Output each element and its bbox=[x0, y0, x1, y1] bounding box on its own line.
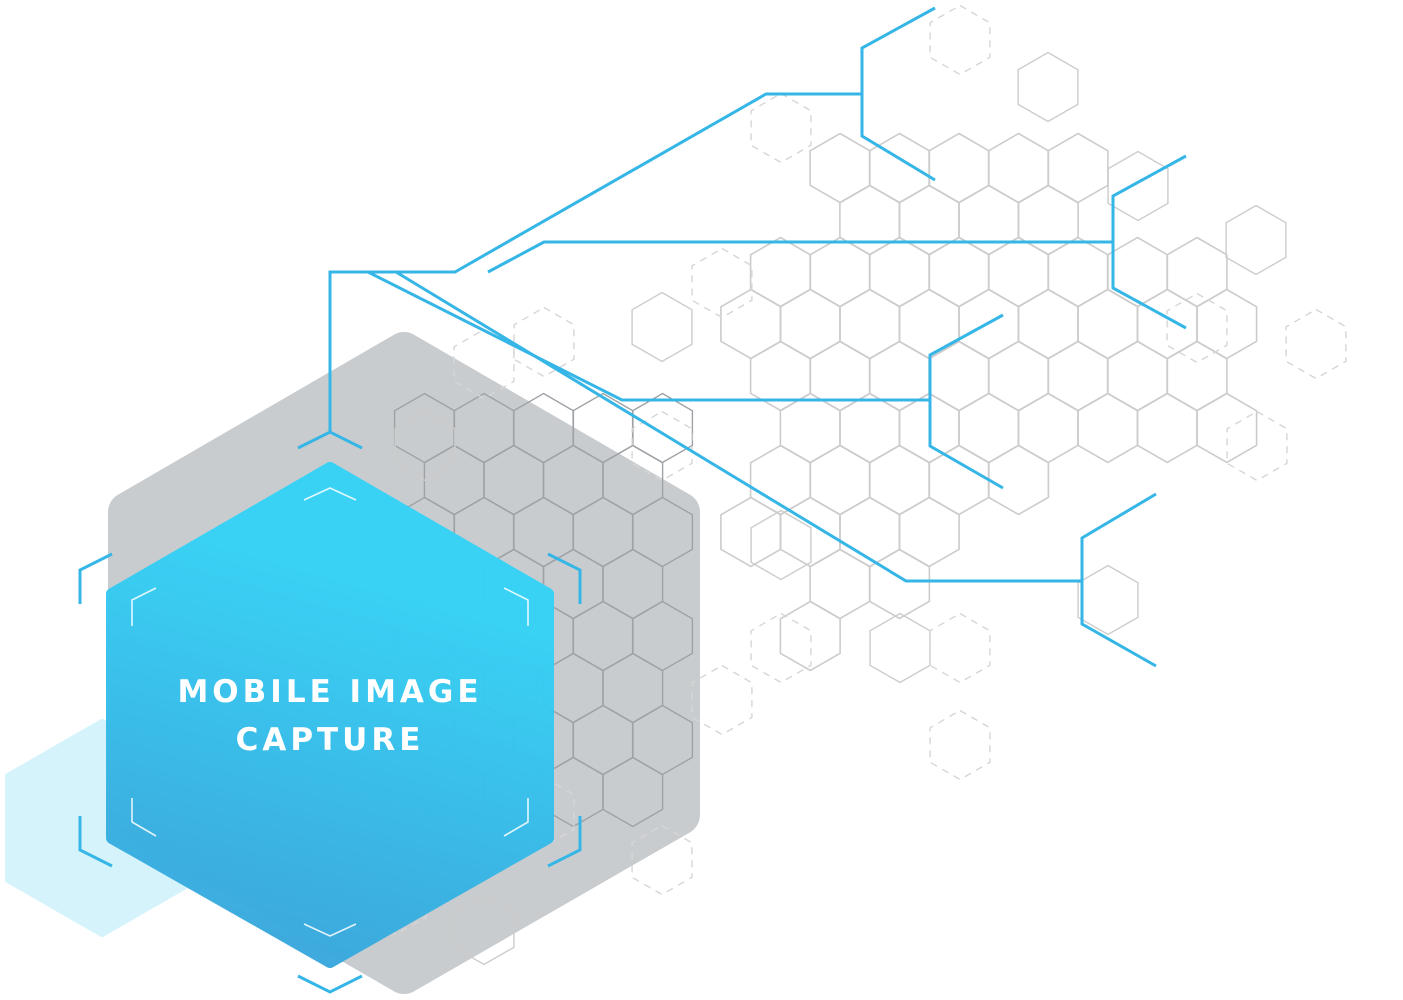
grid-hexagon bbox=[809, 444, 871, 516]
grid-hexagon bbox=[453, 894, 515, 966]
grid-hexagon bbox=[1166, 340, 1228, 412]
grid-hexagon bbox=[928, 132, 990, 204]
grid-hexagon bbox=[987, 132, 1050, 204]
grid-hexagon bbox=[1017, 184, 1079, 256]
grid-hexagon bbox=[1166, 236, 1228, 308]
grid-hexagon bbox=[809, 548, 871, 620]
dashed-hexagon bbox=[631, 824, 693, 896]
grid-hexagon bbox=[1077, 288, 1139, 360]
grid-hexagon bbox=[809, 132, 871, 204]
grid-hexagon bbox=[750, 509, 812, 581]
dashed-hexagon bbox=[691, 664, 753, 736]
grid-hexagon bbox=[868, 132, 931, 204]
dashed-hexagon bbox=[513, 306, 575, 378]
title-line-1: MOBILE IMAGE bbox=[177, 674, 483, 710]
grid-hexagon bbox=[928, 444, 990, 516]
grid-hexagon bbox=[1017, 51, 1079, 123]
dashed-hexagon bbox=[1226, 410, 1288, 482]
grid-hexagon bbox=[749, 236, 812, 308]
dashed-hexagon bbox=[453, 328, 515, 400]
grid-hexagon bbox=[869, 612, 931, 684]
grid-hexagon bbox=[1136, 392, 1198, 464]
page-title: MOBILE IMAGE CAPTURE bbox=[130, 668, 530, 764]
grid-hexagon bbox=[839, 496, 901, 568]
dashed-hexagon bbox=[691, 247, 753, 319]
grid-hexagon bbox=[779, 392, 841, 464]
dashed-hexagon bbox=[1166, 292, 1228, 364]
dashed-hexagon bbox=[750, 92, 812, 164]
dashed-hexagon bbox=[929, 4, 991, 76]
grid-hexagon bbox=[868, 236, 931, 308]
grid-hexagon bbox=[898, 288, 960, 360]
dashed-hexagon bbox=[929, 612, 991, 684]
grid-hexagon bbox=[1017, 288, 1079, 360]
grid-hexagon bbox=[928, 236, 990, 308]
dashed-hexagon bbox=[929, 709, 991, 781]
grid-hexagon bbox=[868, 548, 931, 620]
dashed-hexagon bbox=[1285, 308, 1347, 380]
grid-hexagon bbox=[1225, 204, 1287, 276]
grid-hexagon bbox=[779, 288, 841, 360]
dashed-hexagon bbox=[750, 612, 812, 684]
title-line-2: CAPTURE bbox=[235, 722, 425, 758]
grid-hexagon bbox=[987, 236, 1050, 308]
grid-hexagon bbox=[1106, 236, 1169, 308]
grid-hexagon bbox=[898, 496, 960, 568]
grid-hexagon bbox=[898, 184, 960, 256]
grid-hexagon bbox=[809, 236, 871, 308]
grid-hexagon bbox=[1196, 288, 1258, 360]
grid-hexagon bbox=[987, 340, 1050, 412]
grid-hexagon bbox=[839, 184, 901, 256]
grid-hexagon bbox=[1196, 392, 1258, 464]
grid-hexagon bbox=[958, 392, 1020, 464]
grid-hexagon bbox=[779, 600, 841, 672]
grid-hexagon bbox=[1077, 564, 1139, 636]
grid-hexagon bbox=[839, 392, 901, 464]
grid-hexagon bbox=[1107, 150, 1169, 222]
grid-hexagon bbox=[868, 444, 931, 516]
grid-hexagon bbox=[631, 392, 694, 464]
grid-hexagon bbox=[839, 288, 901, 360]
grid-hexagon bbox=[1017, 392, 1079, 464]
grid-hexagon bbox=[987, 444, 1050, 516]
circuit-lines-decoration bbox=[328, 6, 1187, 668]
grid-hexagon bbox=[958, 184, 1020, 256]
blue-hexagon-shape bbox=[106, 462, 554, 968]
grid-hexagon bbox=[1106, 340, 1169, 412]
grid-hexagon bbox=[631, 291, 693, 363]
grid-hexagon bbox=[602, 756, 664, 828]
grid-hexagon bbox=[1047, 236, 1109, 308]
grid-hexagon bbox=[394, 410, 456, 482]
corner-bracket-icon bbox=[131, 487, 529, 937]
grid-hexagon bbox=[1047, 132, 1109, 204]
grid-hexagon bbox=[1077, 392, 1139, 464]
grid-hexagon bbox=[1047, 340, 1109, 412]
grid-hexagon bbox=[720, 288, 782, 360]
dashed-hexagon bbox=[631, 410, 693, 482]
